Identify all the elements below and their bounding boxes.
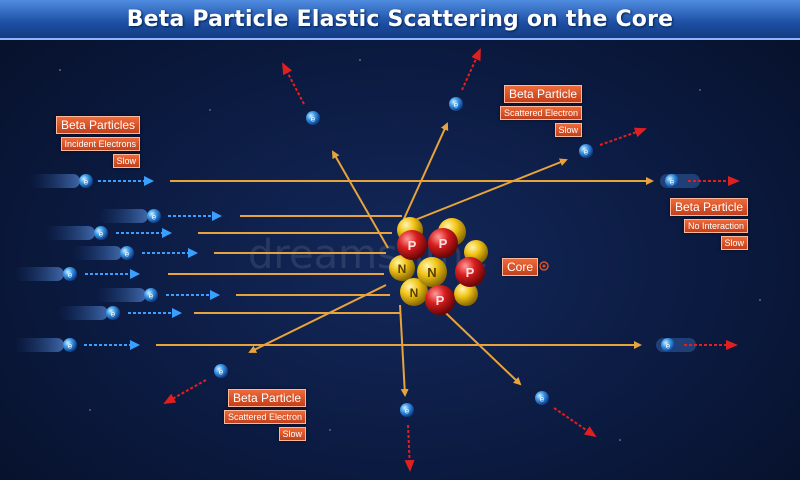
neutron-symbol: N xyxy=(427,265,436,280)
electron-symbol: e xyxy=(125,250,130,259)
electron-symbol: e xyxy=(670,178,675,187)
neutron: N xyxy=(417,257,447,287)
electron-symbol: e xyxy=(219,368,224,377)
scattered-bottom-label-title: Beta Particle xyxy=(228,389,307,407)
scattered-electron: e xyxy=(535,391,597,438)
scattered-top-label-title: Beta Particle xyxy=(504,85,583,103)
nucleus: N P P N P N P xyxy=(389,217,488,315)
scattered-electron: e xyxy=(579,127,647,158)
neutron xyxy=(454,282,478,306)
neutron-symbol: N xyxy=(410,286,419,300)
incoming-electron: e xyxy=(30,174,154,188)
electron-symbol: e xyxy=(405,407,410,416)
incoming-electron: e xyxy=(72,246,198,260)
incoming-electron: e xyxy=(58,306,182,320)
page-title: Beta Particle Elastic Scattering on the … xyxy=(126,6,674,32)
electron-symbol: e xyxy=(68,271,73,280)
electron-symbol: e xyxy=(152,213,157,222)
core-pointer xyxy=(539,261,549,271)
proton: P xyxy=(428,228,458,258)
neutron-symbol: N xyxy=(398,262,407,276)
incoming-electron: e xyxy=(14,267,140,281)
scattered-top-label-line1: Scattered Electron xyxy=(500,106,583,120)
pass-through-electron: e xyxy=(656,338,738,352)
proton-symbol: P xyxy=(466,265,475,280)
scattered-bottom-label: Beta Particle Scattered Electron Slow xyxy=(224,389,307,441)
incident-label-line1: Incident Electrons xyxy=(60,137,141,151)
star-field xyxy=(59,59,761,441)
proton: P xyxy=(425,285,455,315)
outgoing-electrons: e e e e e e xyxy=(163,48,740,472)
no-interaction-label-line1: No Interaction xyxy=(684,219,749,233)
incident-paths xyxy=(168,215,402,314)
incoming-electron: e xyxy=(96,288,220,302)
no-interaction-label-title: Beta Particle xyxy=(670,198,749,216)
scattered-top-label: Beta Particle Scattered Electron Slow xyxy=(500,85,583,137)
scattered-electron: e xyxy=(282,62,320,125)
scattered-top-label-line2: Slow xyxy=(554,123,583,137)
incident-label-line2: Slow xyxy=(112,154,141,168)
incoming-electron: e xyxy=(45,226,172,240)
no-interaction-label-line2: Slow xyxy=(720,236,749,250)
pass-through-electron: e xyxy=(660,174,740,188)
incoming-electron: e xyxy=(98,209,222,223)
title-bar: Beta Particle Elastic Scattering on the … xyxy=(0,0,800,40)
scattered-electron: e xyxy=(400,403,415,472)
incident-label-title: Beta Particles xyxy=(56,116,141,134)
incoming-electrons: e e e e e e xyxy=(14,174,222,352)
electron-symbol: e xyxy=(584,148,589,157)
proton-symbol: P xyxy=(408,238,417,253)
pass-through-paths xyxy=(156,177,654,349)
neutron: N xyxy=(400,278,428,306)
electron-symbol: e xyxy=(311,115,316,124)
incident-label: Beta Particles Incident Electrons Slow xyxy=(56,116,141,168)
electron-symbol: e xyxy=(99,230,104,239)
electron-symbol: e xyxy=(84,178,89,187)
scattered-bottom-label-line2: Slow xyxy=(278,427,307,441)
electron-symbol: e xyxy=(68,342,73,351)
scattered-bottom-label-line1: Scattered Electron xyxy=(224,410,307,424)
scattered-electron: e xyxy=(163,364,228,404)
electron-symbol: e xyxy=(666,342,671,351)
neutron: N xyxy=(389,255,415,281)
proton: P xyxy=(455,257,485,287)
proton: P xyxy=(397,230,427,260)
core-label: Core xyxy=(502,258,539,276)
electron-symbol: e xyxy=(149,292,154,301)
no-interaction-label: Beta Particle No Interaction Slow xyxy=(670,198,749,250)
electron-symbol: e xyxy=(540,395,545,404)
proton-symbol: P xyxy=(436,293,445,308)
scattered-electron: e xyxy=(449,48,481,111)
electron-symbol: e xyxy=(111,310,116,319)
electron-symbol: e xyxy=(454,101,459,110)
incoming-electron: e xyxy=(14,338,140,352)
proton-symbol: P xyxy=(439,236,448,251)
